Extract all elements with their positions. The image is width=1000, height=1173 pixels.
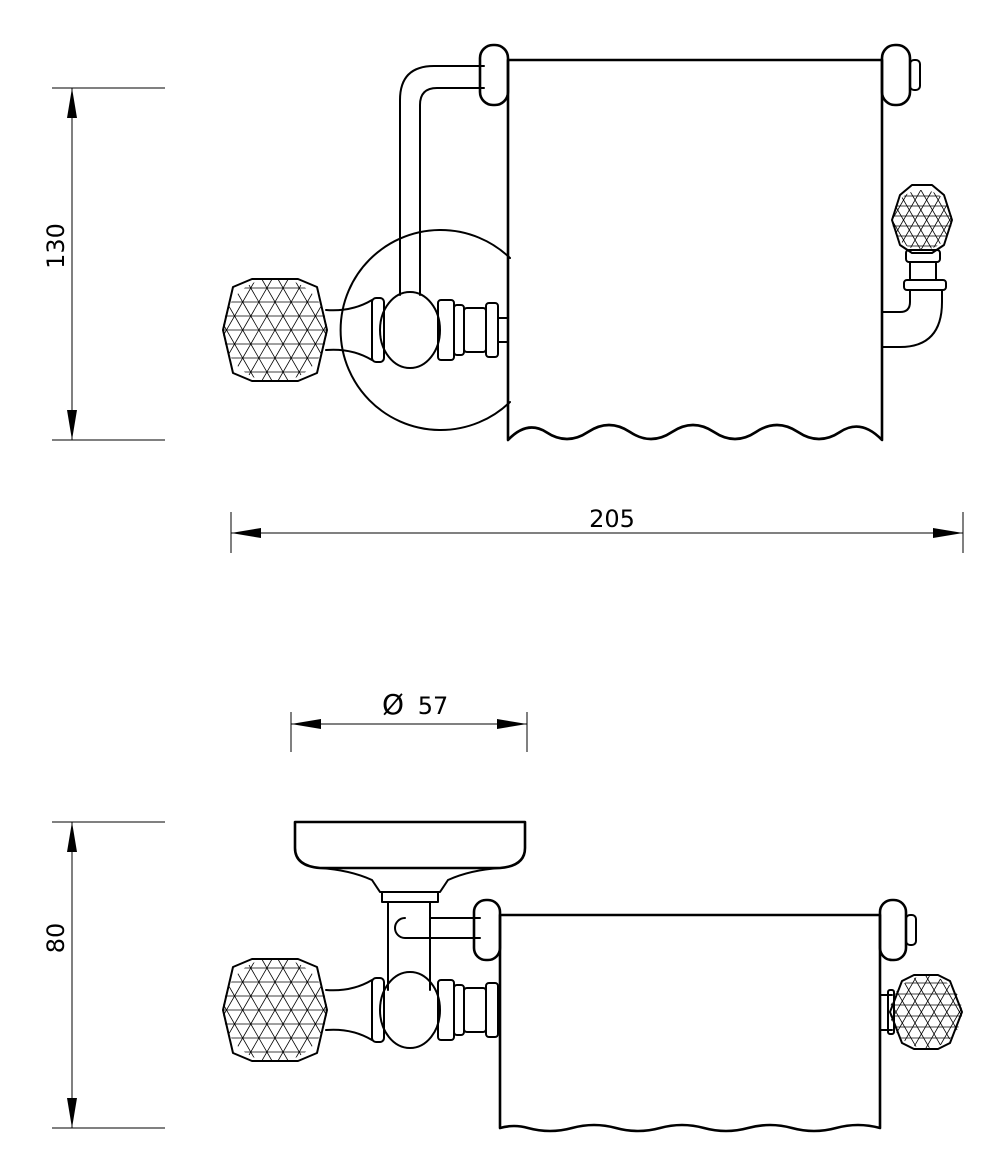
- top-post: [387, 901, 431, 991]
- top-central-body: [371, 971, 499, 1049]
- top-view: [222, 820, 963, 1133]
- front-central-body: [371, 291, 509, 369]
- dimension-diameter: Ø 57: [290, 688, 528, 752]
- front-wall-rosette: [339, 229, 511, 431]
- front-view: [222, 43, 953, 442]
- top-roll-right-cap: [878, 898, 917, 962]
- front-roll-left-cap: [478, 43, 510, 107]
- top-cross-arm: [394, 917, 481, 939]
- front-paper-roll: [506, 58, 884, 442]
- svg-text:Ø 57: Ø 57: [382, 688, 448, 721]
- top-plate-base: [319, 867, 501, 903]
- front-right-hook: [881, 289, 943, 348]
- dimension-front-width: 205: [230, 505, 964, 553]
- front-right-crystal-knob: [891, 184, 953, 291]
- front-roll-right-cap: [880, 43, 921, 107]
- dimension-front-height: 130: [42, 87, 165, 441]
- front-upper-arm: [399, 65, 485, 296]
- front-height-label: 130: [42, 223, 70, 269]
- front-width-label: 205: [589, 505, 635, 533]
- front-left-crystal-knob: [222, 278, 328, 382]
- top-roll-left-cap: [472, 898, 502, 962]
- top-right-crystal-knob: [879, 974, 963, 1050]
- top-knob-neck: [325, 979, 373, 1041]
- top-paper-roll: [498, 913, 882, 1133]
- top-depth-label: 80: [42, 923, 70, 954]
- diameter-value-label: 57: [418, 692, 449, 720]
- front-knob-neck: [325, 299, 373, 361]
- top-left-crystal-knob: [222, 958, 328, 1062]
- diameter-symbol: Ø: [382, 688, 404, 721]
- top-wall-plate: [293, 820, 527, 870]
- dimension-top-depth: 80: [42, 821, 165, 1129]
